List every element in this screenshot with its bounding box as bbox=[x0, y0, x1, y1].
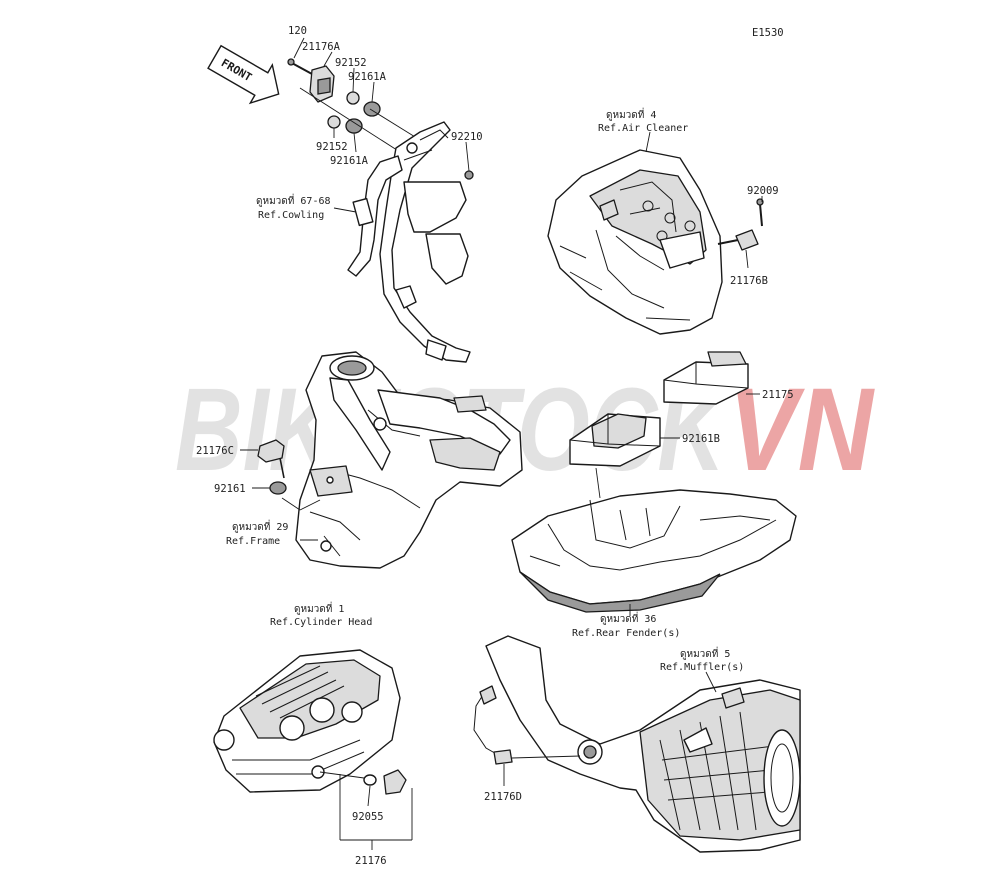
ref-muffler-group: ดูหมวดที่ 5 bbox=[680, 646, 730, 660]
part-label-92161A-upper: 92161A bbox=[348, 71, 387, 83]
part-label-21176D: 21176D bbox=[484, 791, 522, 803]
muffler-assembly bbox=[473, 635, 801, 853]
ref-frame-label: Ref.Frame bbox=[226, 536, 280, 547]
part-label-21175: 21175 bbox=[762, 389, 794, 401]
ref-air-cleaner-group: ดูหมวดที่ 4 bbox=[606, 107, 656, 121]
diagram-code: E1530 bbox=[752, 27, 784, 39]
watermark-text-accent: VN bbox=[728, 364, 875, 496]
part-label-92161: 92161 bbox=[214, 483, 246, 495]
part-label-21176C: 21176C bbox=[196, 445, 234, 457]
ref-cowling-group: ดูหมวดที่ 67-68 bbox=[256, 193, 331, 207]
ref-air-cleaner-label: Ref.Air Cleaner bbox=[598, 123, 688, 134]
front-arrow: FRONT bbox=[207, 44, 280, 105]
ecu-and-holder bbox=[569, 351, 760, 467]
air-cleaner-assembly bbox=[547, 131, 764, 335]
part-label-92161B: 92161B bbox=[682, 433, 720, 445]
part-label-92152-lower: 92152 bbox=[316, 141, 348, 153]
ref-cylinder-head-group: ดูหมวดที่ 1 bbox=[294, 601, 344, 615]
ref-cylinder-head-label: Ref.Cylinder Head bbox=[270, 617, 372, 628]
part-label-120: 120 bbox=[288, 25, 307, 37]
rear-fender bbox=[511, 467, 797, 616]
cowling-stay bbox=[333, 121, 471, 363]
part-label-92161A-lower: 92161A bbox=[330, 155, 369, 167]
part-label-21176B: 21176B bbox=[730, 275, 768, 287]
reference-callouts: ดูหมวดที่ 67-68 Ref.Cowling ดูหมวดที่ 4 … bbox=[226, 107, 744, 673]
sensor-bracket-top bbox=[287, 37, 474, 180]
part-label-92152-upper: 92152 bbox=[335, 57, 367, 69]
part-label-92009: 92009 bbox=[747, 185, 779, 197]
part-label-92210: 92210 bbox=[451, 131, 483, 143]
ref-rear-fender-group: ดูหมวดที่ 36 bbox=[600, 611, 656, 625]
part-label-21176: 21176 bbox=[355, 855, 387, 867]
cylinder-head bbox=[213, 649, 413, 850]
part-label-21176A: 21176A bbox=[302, 41, 341, 53]
part-number-labels: 120 21176A 92152 92161A 92152 92161A 922… bbox=[196, 25, 794, 867]
main-frame bbox=[240, 351, 523, 569]
ref-muffler-label: Ref.Muffler(s) bbox=[660, 662, 744, 673]
ref-rear-fender-label: Ref.Rear Fender(s) bbox=[572, 628, 680, 639]
ref-frame-group: ดูหมวดที่ 29 bbox=[232, 519, 288, 533]
part-label-92055: 92055 bbox=[352, 811, 384, 823]
watermark: BIKESTOCK VN bbox=[175, 364, 875, 496]
ref-cowling-label: Ref.Cowling bbox=[258, 210, 324, 221]
